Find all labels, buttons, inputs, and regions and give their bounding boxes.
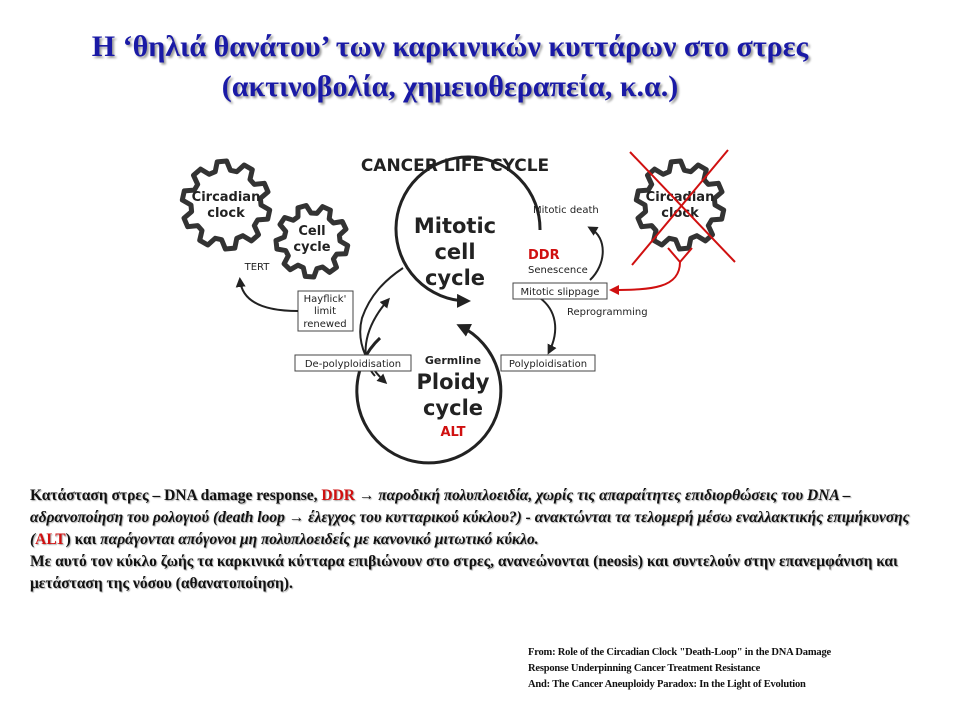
alt-label: ALT: [440, 425, 465, 440]
gear-left-label-2: clock: [207, 206, 245, 221]
hayflick-box: [297, 290, 354, 332]
mitotic-death-label: Mitotic death: [533, 205, 599, 216]
body-p1-e: παράγονται απόγονοι μη πολυπλοειδείς με …: [100, 531, 539, 548]
mitotic-cycle-label-1: Mitotic: [414, 214, 496, 238]
cell-cycle-gear-icon: [273, 203, 351, 280]
body-ddr: DDR: [321, 487, 355, 504]
germline-label: Germline: [425, 354, 481, 367]
title-line-2: (ακτινοβολία, χημειοθεραπεία, κ.α.): [221, 70, 679, 103]
body-paragraph: Κατάσταση στρες – DNA damage response, D…: [30, 485, 930, 595]
diagram-heading: CANCER LIFE CYCLE: [361, 156, 549, 176]
ref-line-1: From: Role of the Circadian Clock "Death…: [528, 647, 831, 658]
mitotic-cycle-label-3: cycle: [425, 266, 485, 290]
gear-right-label-1: Circadian: [646, 190, 715, 205]
body-arrow-2: →: [284, 509, 309, 526]
ploidy-cycle-arrow: [355, 324, 503, 465]
hayflick-arrow: [235, 277, 299, 312]
ploidy-cycle-label-2: cycle: [423, 396, 483, 420]
gear-cell-label-1: Cell: [298, 224, 325, 239]
mitotic-death-arrow: [587, 226, 604, 281]
body-alt: ALT: [35, 531, 66, 548]
depolyploidisation-box: [294, 354, 412, 372]
gear-left-label-1: Circadian: [192, 190, 261, 205]
hayflick-label-2: limit: [314, 306, 336, 317]
body-p1-a: Κατάσταση στρες – DNA damage response,: [30, 487, 322, 504]
ddr-label: DDR: [528, 248, 560, 263]
gear-cell-label-2: cycle: [293, 240, 330, 255]
mitotic-slippage-label: Mitotic slippage: [521, 287, 600, 298]
title-line-1: Η ‘θηλιά θανάτου’ των καρκινικών κυττάρω…: [91, 30, 809, 63]
body-p1-d: ) και: [65, 531, 101, 548]
ref-line-3: And: The Cancer Aneuploidy Paradox: In t…: [528, 679, 806, 690]
cancer-life-cycle-diagram: CANCER LIFE CYCLE Circadian clock Cell c…: [179, 149, 736, 465]
mitotic-slippage-box: [512, 282, 608, 300]
ref-line-2: Response Underpinning Cancer Treatment R…: [528, 663, 761, 674]
mitotic-cycle-arrow: [394, 155, 542, 308]
body-arrow: →: [354, 487, 379, 504]
hayflick-label-1: Hayflick': [304, 294, 347, 305]
reprogramming-label: Reprogramming: [567, 307, 648, 318]
cross-out-icon: [629, 149, 736, 266]
body-p2: Με αυτό τον κύκλο ζωής τα καρκινικά κύττ…: [30, 553, 898, 592]
red-gear-stem: [667, 247, 693, 264]
depolyploidisation-label: De-polyploidisation: [305, 359, 401, 370]
body-p1-c: έλεγχος του κυτταρικού κύκλου?) - ανακτώ…: [30, 509, 910, 548]
senescence-label: Senescence: [528, 265, 588, 276]
ploidy-cycle-label-1: Ploidy: [417, 370, 490, 394]
circadian-clock-gear-left-icon: [179, 158, 273, 252]
mitotic-cycle-label-2: cell: [434, 240, 475, 264]
hayflick-label-3: renewed: [303, 319, 346, 330]
red-clock-arrow: [609, 261, 681, 295]
right-connecting-arc: [539, 297, 557, 355]
polyploidisation-box: [500, 354, 596, 372]
references: From: Role of the Circadian Clock "Death…: [528, 645, 928, 693]
polyploidisation-label: Polyploidisation: [509, 359, 587, 370]
tert-label: TERT: [244, 262, 271, 273]
body-p1-b: παροδική πολυπλοειδία, χωρίς τις απαραίτ…: [30, 487, 851, 526]
